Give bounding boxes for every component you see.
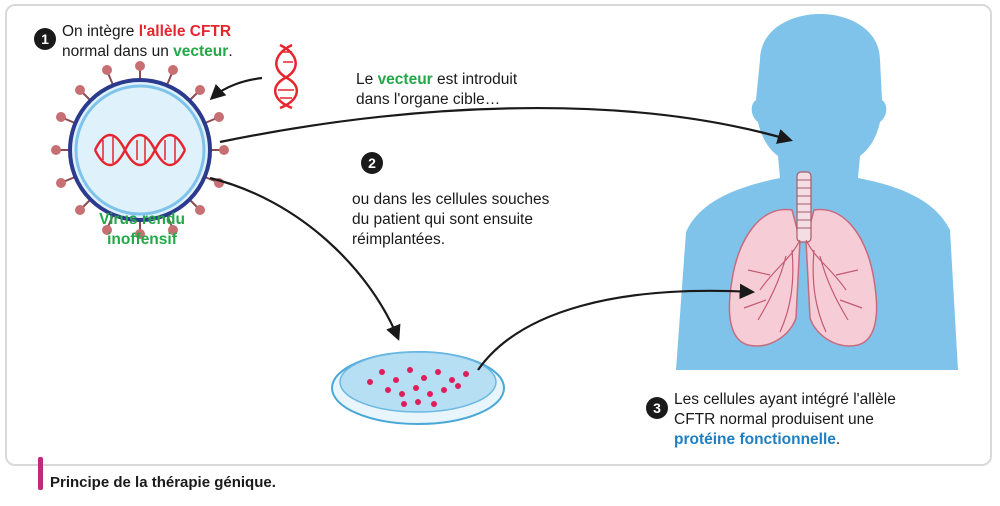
step-2-text: ou dans les cellules souches du patient … <box>352 190 549 250</box>
step-3-text: Les cellules ayant intégré l'allèle CFTR… <box>674 390 896 450</box>
virus-icon <box>51 61 229 239</box>
caption-bar <box>38 457 43 490</box>
step-1-allele: l'allèle CFTR <box>138 23 232 40</box>
arrow-dna-to-virus <box>209 76 263 101</box>
dna-icon <box>274 43 298 110</box>
arrow-virus-to-organ <box>219 106 793 144</box>
step-2-line1: ou dans les cellules souches <box>352 191 550 208</box>
step-3-number: 3 <box>646 397 668 419</box>
step-1-vecteur: vecteur <box>173 43 229 60</box>
vector-text: Le vecteur est introduit dans l'organe c… <box>356 70 517 110</box>
arrow-virus-to-dish <box>209 176 401 341</box>
vector-line1-post: est introduit <box>432 71 518 88</box>
step-1-line2-pre: normal dans un <box>62 43 174 60</box>
vector-line1-pre: Le <box>356 71 378 88</box>
figure-frame <box>5 4 992 466</box>
step-3-line3-post: . <box>835 431 841 448</box>
virus-label: Virus rendu inoffensif <box>90 210 194 250</box>
step-3-protein: protéine fonctionnelle <box>674 431 836 448</box>
step-1-text: On intègre l'allèle CFTR normal dans un … <box>62 22 233 62</box>
step-1-line1-pre: On intègre <box>62 23 139 40</box>
virus-label-line1: Virus rendu <box>99 211 185 228</box>
step-1-line2-post: . <box>228 43 233 60</box>
step-3-line2: CFTR normal produisent une <box>674 411 874 428</box>
virus-dna-icon <box>93 133 187 167</box>
virus-label-line2: inoffensif <box>107 231 177 248</box>
lungs-icon <box>728 171 878 347</box>
step-2-line2: du patient qui sont ensuite <box>352 211 533 228</box>
arrow-dish-to-lungs <box>477 283 756 371</box>
step-3-line1: Les cellules ayant intégré l'allèle <box>674 391 896 408</box>
vector-line2: dans l'organe cible… <box>356 91 501 108</box>
step-1-number: 1 <box>34 28 56 50</box>
step-2-number: 2 <box>361 152 383 174</box>
petri-dish-icon <box>331 351 505 425</box>
vector-word: vecteur <box>377 71 433 88</box>
step-2-line3: réimplantées. <box>352 231 446 248</box>
figure-caption: Principe de la thérapie génique. <box>50 474 276 491</box>
